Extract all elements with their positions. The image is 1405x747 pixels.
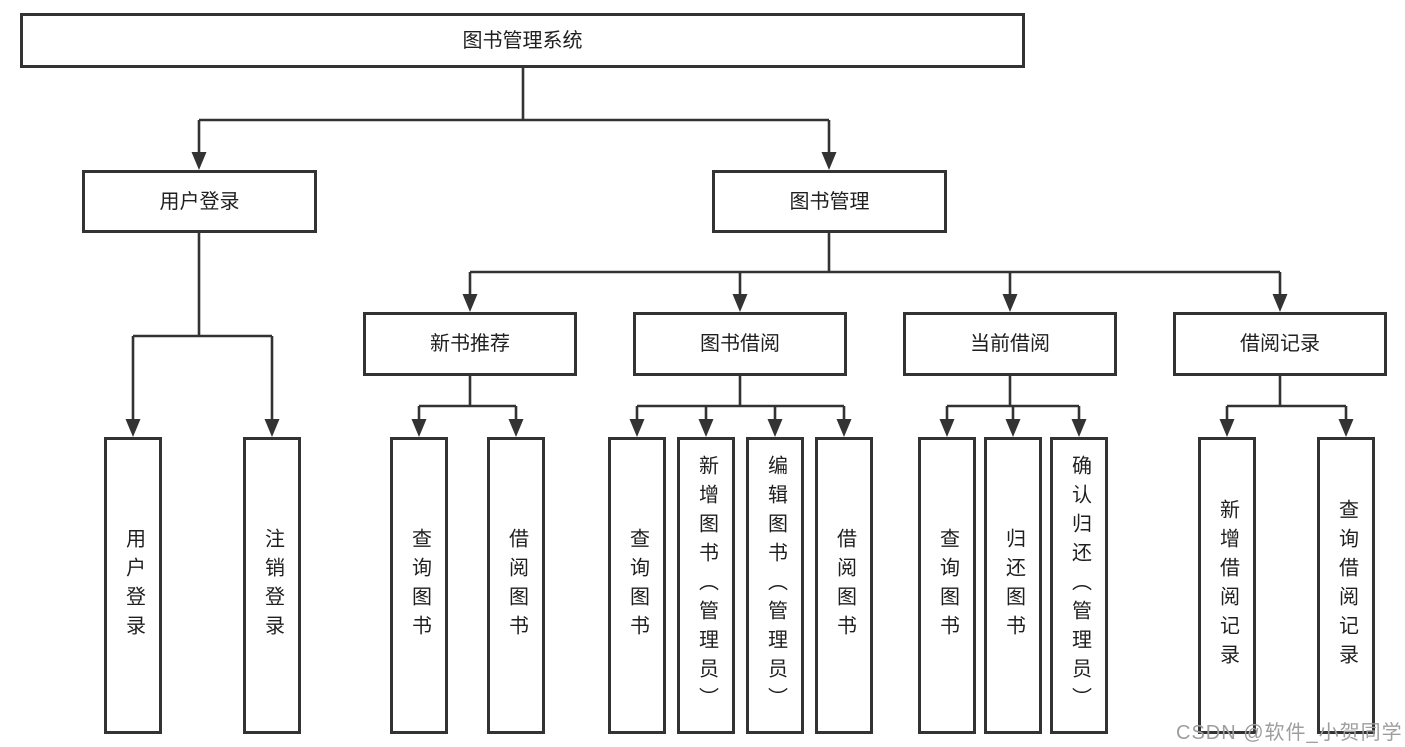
leaf-query-borrow-record: 查询借阅记录: [1317, 437, 1375, 734]
leaf-logout: 注销登录: [243, 437, 301, 734]
node-label: 新书推荐: [430, 333, 510, 355]
leaf-confirm-return-admin: 确认归还（管理员）: [1050, 437, 1108, 734]
node-root: 图书管理系统: [20, 13, 1025, 68]
node-label: 查询图书: [408, 527, 431, 644]
node-label: 图书管理: [789, 190, 870, 213]
node-label: 当前借阅: [970, 333, 1050, 355]
leaf-add-borrow-record: 新增借阅记录: [1198, 437, 1256, 734]
node-book-borrowing: 图书借阅: [633, 312, 847, 376]
node-label: 编辑图书（管理员）: [764, 455, 787, 716]
leaf-edit-books-admin: 编辑图书（管理员）: [746, 437, 804, 734]
node-label: 借阅图书: [833, 527, 856, 644]
node-label: 确认归还（管理员）: [1068, 455, 1091, 716]
node-label: 用户登录: [122, 527, 145, 644]
node-label: 借阅图书: [505, 527, 528, 644]
node-user-login: 用户登录: [82, 170, 317, 233]
leaf-query-books-recommend: 查询图书: [390, 437, 448, 734]
node-label: 查询图书: [626, 527, 649, 644]
leaf-return-books: 归还图书: [984, 437, 1042, 734]
node-label: 新增借阅记录: [1216, 498, 1239, 673]
leaf-query-books-current: 查询图书: [918, 437, 976, 734]
leaf-add-books-admin: 新增图书（管理员）: [677, 437, 735, 734]
node-label: 借阅记录: [1240, 333, 1320, 355]
leaf-borrow-books-recommend: 借阅图书: [487, 437, 545, 734]
node-borrowing-records: 借阅记录: [1173, 312, 1387, 376]
node-label: 查询借阅记录: [1335, 498, 1358, 673]
node-label: 归还图书: [1002, 527, 1025, 644]
node-label: 注销登录: [261, 527, 284, 644]
node-book-management: 图书管理: [712, 170, 947, 233]
node-label: 图书借阅: [700, 333, 780, 355]
node-label: 用户登录: [159, 190, 240, 213]
watermark: CSDN @软件_小贺同学: [1176, 722, 1403, 744]
node-label: 查询图书: [936, 527, 959, 644]
leaf-query-books-borrowing: 查询图书: [608, 437, 666, 734]
node-label: 新增图书（管理员）: [695, 455, 718, 716]
node-current-borrowing: 当前借阅: [903, 312, 1117, 376]
node-label: 图书管理系统: [462, 29, 583, 52]
node-new-book-recommend: 新书推荐: [363, 312, 577, 376]
leaf-borrow-books-borrowing: 借阅图书: [815, 437, 873, 734]
leaf-user-login: 用户登录: [104, 437, 162, 734]
